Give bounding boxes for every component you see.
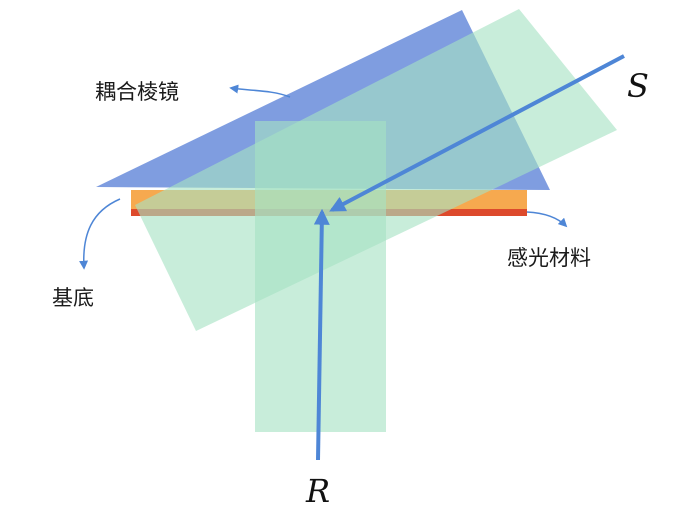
reference-ray xyxy=(313,208,330,461)
material-label: 感光材料 xyxy=(507,246,591,270)
substrate-label: 基底 xyxy=(52,286,94,310)
prism-label: 耦合棱镜 xyxy=(95,80,179,104)
material-leader-arrow xyxy=(526,211,568,228)
reference-beam-label: R xyxy=(305,472,330,510)
prism-leader-arrow xyxy=(229,84,291,98)
substrate-leader-arrow xyxy=(79,198,121,270)
signal-beam-label: S xyxy=(627,67,649,105)
signal-ray xyxy=(329,54,625,212)
